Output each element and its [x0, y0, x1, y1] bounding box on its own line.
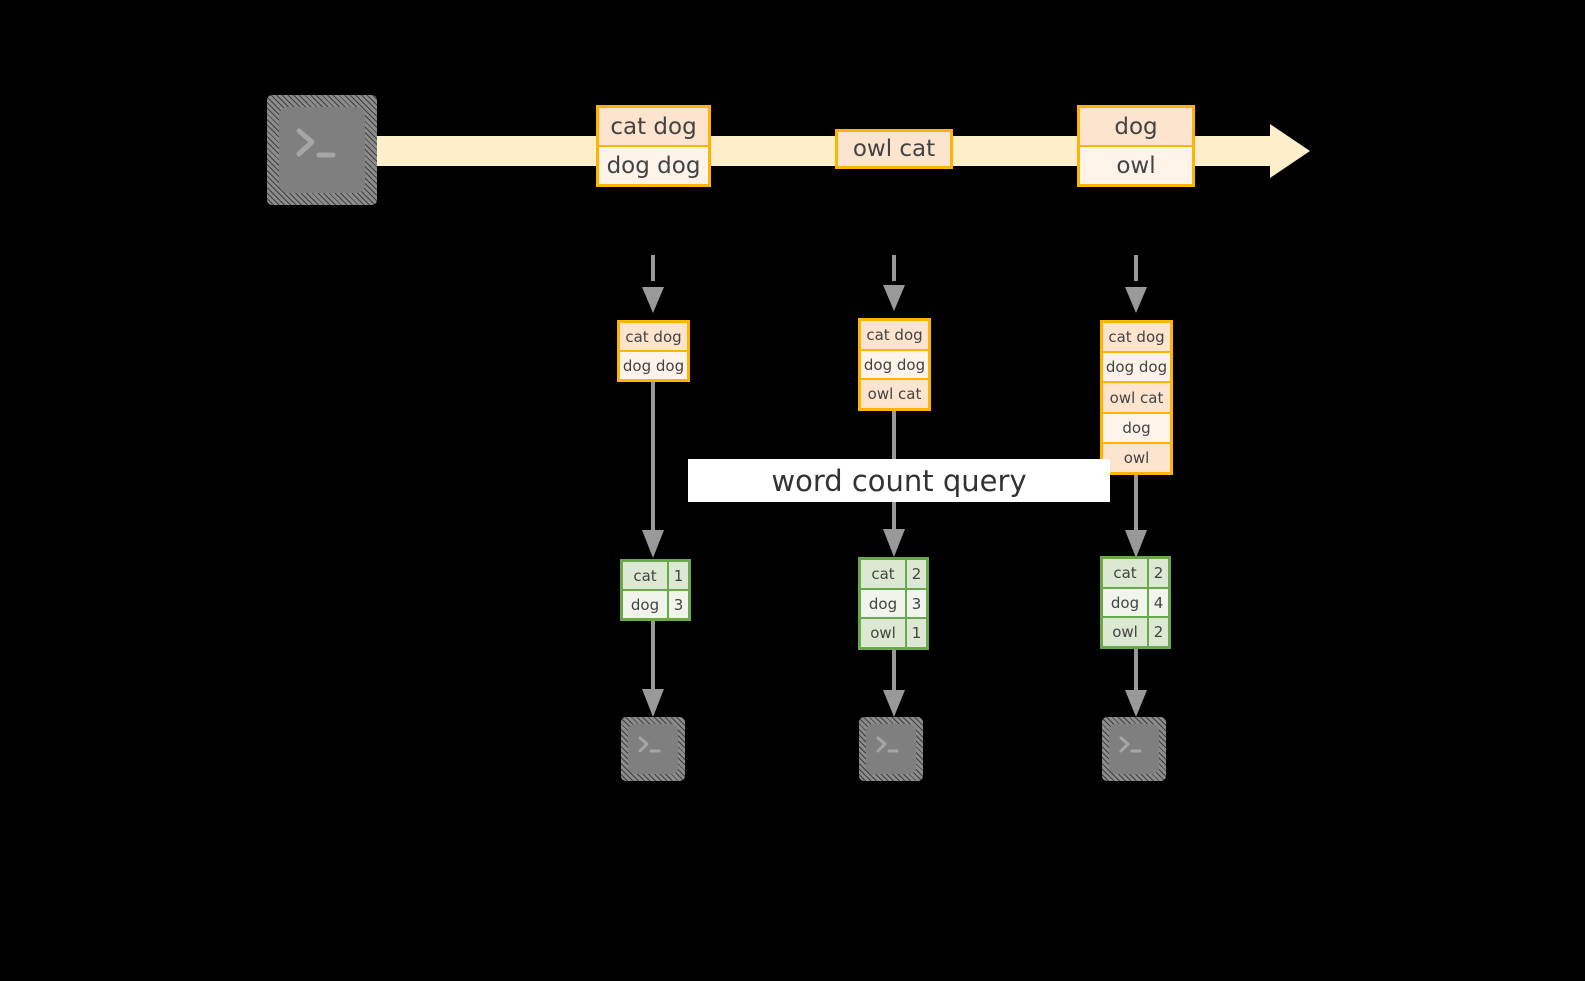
result-word: cat — [861, 560, 905, 588]
result-row: cat 2 — [861, 560, 926, 588]
stream-arrowhead — [1270, 124, 1310, 178]
stream-group-2: owl cat — [835, 129, 953, 169]
result-row: dog 3 — [623, 589, 688, 618]
result-count: 3 — [905, 589, 926, 618]
result-row: dog 3 — [861, 587, 926, 618]
stream-line: dog dog — [599, 145, 708, 184]
stream-line: cat dog — [599, 108, 708, 145]
column-2-tap-connector — [883, 255, 905, 311]
result-count: 2 — [1147, 559, 1168, 587]
column-3-accumulated-records: cat dog dog dog owl cat dog owl — [1100, 320, 1173, 475]
stream-group-1: cat dog dog dog — [596, 105, 711, 187]
stream-line: owl — [1080, 145, 1192, 184]
icon-body — [628, 724, 678, 774]
result-count: 2 — [905, 560, 926, 588]
result-word: owl — [861, 619, 905, 648]
accumulated-line: owl — [1103, 441, 1170, 473]
result-count: 4 — [1147, 588, 1168, 617]
accumulated-line: cat dog — [1103, 323, 1170, 352]
result-word: dog — [861, 589, 905, 618]
column-1-sink-connector — [642, 621, 664, 717]
result-count: 1 — [905, 619, 926, 648]
column-2-sink-terminal-icon — [859, 717, 923, 781]
accumulated-line: cat dog — [620, 323, 687, 350]
result-row: owl 2 — [1103, 616, 1168, 647]
icon-body — [866, 724, 916, 774]
result-row: owl 1 — [861, 617, 926, 648]
result-count: 1 — [667, 562, 688, 589]
result-word: dog — [1103, 588, 1147, 617]
icon-body — [279, 107, 365, 193]
result-word: cat — [623, 562, 667, 589]
stream-line: owl cat — [838, 132, 950, 166]
result-row: cat 2 — [1103, 559, 1168, 587]
accumulated-line: dog dog — [1103, 351, 1170, 382]
terminal-prompt-glyph — [1119, 736, 1142, 753]
stream-line: dog — [1080, 108, 1192, 145]
column-1-sink-terminal-icon — [621, 717, 685, 781]
column-3-query-connector — [1125, 475, 1147, 558]
icon-body — [1109, 724, 1159, 774]
column-3-sink-connector — [1125, 649, 1147, 717]
column-1-tap-connector — [642, 255, 664, 313]
result-word: cat — [1103, 559, 1147, 587]
accumulated-line: dog dog — [861, 348, 928, 379]
query-label: word count query — [688, 459, 1110, 502]
terminal-prompt-glyph — [638, 736, 661, 753]
source-terminal-icon — [267, 95, 377, 205]
column-3-sink-terminal-icon — [1102, 717, 1166, 781]
result-word: dog — [623, 591, 667, 618]
accumulated-line: owl cat — [1103, 381, 1170, 412]
column-3-result-table: cat 2 dog 4 owl 2 — [1100, 556, 1171, 649]
result-row: cat 1 — [623, 562, 688, 589]
accumulated-line: dog dog — [620, 350, 687, 379]
result-count: 3 — [667, 591, 688, 618]
terminal-prompt-glyph — [876, 736, 899, 753]
accumulated-line: cat dog — [861, 321, 928, 349]
accumulated-line: dog — [1103, 411, 1170, 442]
column-1-result-table: cat 1 dog 3 — [620, 559, 691, 621]
accumulated-line: owl cat — [861, 378, 928, 409]
terminal-prompt-glyph — [296, 128, 336, 158]
column-2-sink-connector — [883, 650, 905, 717]
column-1-query-connector — [642, 382, 664, 558]
column-2-accumulated-records: cat dog dog dog owl cat — [858, 318, 931, 411]
stream-group-3: dog owl — [1077, 105, 1195, 187]
column-3-tap-connector — [1125, 255, 1147, 313]
column-1-accumulated-records: cat dog dog dog — [617, 320, 690, 382]
result-row: dog 4 — [1103, 586, 1168, 617]
result-count: 2 — [1147, 618, 1168, 647]
result-word: owl — [1103, 618, 1147, 647]
column-2-result-table: cat 2 dog 3 owl 1 — [858, 557, 929, 650]
